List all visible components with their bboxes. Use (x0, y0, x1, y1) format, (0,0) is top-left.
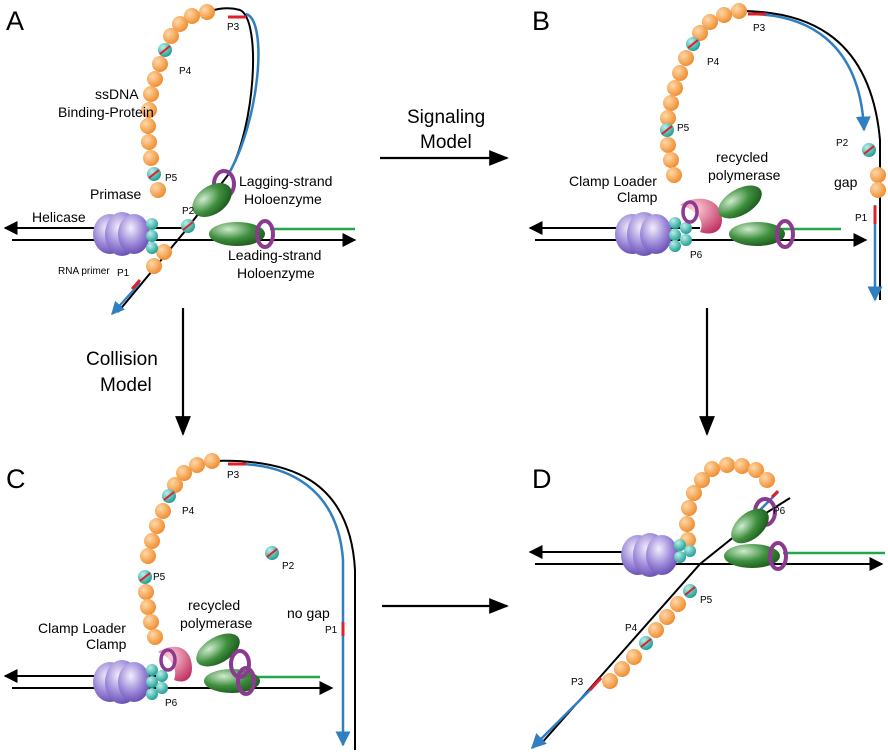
signaling-transition: Signaling Model (380, 107, 509, 166)
clamp-loader-c (158, 646, 192, 682)
label-p3-c: P3 (227, 470, 240, 481)
label-p3: P3 (227, 22, 240, 33)
lagging-holoenzyme (192, 169, 236, 218)
ssb-chain-d (602, 457, 775, 689)
label-p6-b: P6 (690, 250, 703, 261)
label-p2-c: P2 (282, 561, 295, 572)
label-p4: P4 (179, 66, 192, 77)
clamp-loader-label-c: Clamp Loader (38, 620, 126, 636)
recycled-label-c-1: recycled (188, 597, 240, 613)
label-p6-c: P6 (165, 698, 178, 709)
rna-primer-label: RNA primer (58, 266, 110, 277)
label-p6-d: P6 (773, 506, 786, 517)
label-p5: P5 (165, 173, 178, 184)
leading-holoenzyme-d (724, 541, 788, 571)
label-p3-d: P3 (571, 677, 584, 688)
label-p1-c: P1 (325, 625, 338, 636)
leading-holoenzyme-c (204, 649, 260, 696)
recycled-polymerase-b (718, 185, 762, 219)
primase (146, 218, 158, 254)
primer-p1 (130, 279, 142, 290)
recycled-polymerase-c (196, 633, 240, 667)
primase-c (146, 664, 168, 700)
recycled-label-b-1: recycled (716, 149, 768, 165)
signaling-label-2: Model (420, 132, 472, 153)
panel-b: B (528, 3, 886, 302)
clamp-label-c: Clamp (86, 636, 127, 652)
primase-d (674, 539, 696, 563)
panel-d: D (528, 457, 885, 750)
leading-holoenzyme-b (729, 219, 795, 249)
label-p4-c: P4 (182, 506, 195, 517)
panel-d-letter: D (532, 464, 552, 494)
leading-holoenzyme (209, 219, 275, 249)
lagging-label-1: Lagging-strand (239, 173, 332, 189)
primase-label: Primase (90, 186, 142, 202)
clamp-loader-label-b: Clamp Loader (569, 173, 657, 189)
lagging-label-2: Holoenzyme (244, 191, 322, 207)
collision-label-2: Model (100, 375, 152, 396)
recycled-label-c-2: polymerase (180, 615, 253, 631)
lagging-holoenzyme-d (731, 497, 777, 544)
ssdna-label: ssDNA (95, 86, 139, 102)
gap-label: gap (834, 174, 858, 190)
helicase (93, 212, 150, 256)
label-p2-b: P2 (836, 138, 849, 149)
lagging-template-loop-b (734, 9, 881, 300)
lagging-strand-new (226, 12, 260, 176)
collision-label-1: Collision (86, 349, 158, 370)
clamp-label-b: Clamp (617, 189, 658, 205)
label-p5-c: P5 (153, 572, 166, 583)
signaling-label-1: Signaling (407, 107, 485, 128)
label-p1-b: P1 (855, 213, 868, 224)
label-p2: P2 (182, 206, 195, 217)
panel-b-letter: B (532, 6, 550, 36)
label-p5-d: P5 (700, 595, 713, 606)
label-p1: P1 (117, 268, 130, 279)
recycled-label-b-2: polymerase (708, 167, 781, 183)
panel-c-letter: C (6, 464, 26, 494)
helicase-b (615, 212, 672, 256)
helicase-d (621, 533, 678, 577)
collision-transition: Collision Model (86, 308, 191, 436)
leading-label-1: Leading-strand (228, 247, 321, 263)
helicase-c (93, 660, 150, 704)
label-p5-b: P5 (677, 123, 690, 134)
helicase-label: Helicase (32, 209, 86, 225)
label-p4-d: P4 (625, 623, 638, 634)
panel-c: C (3, 453, 356, 750)
panel-a: A (3, 4, 357, 315)
ssb-label: Binding-Protein (58, 104, 154, 120)
clamp-loader-b (680, 198, 722, 234)
okazaki-fragment-p1 (111, 282, 141, 315)
no-gap-label: no gap (287, 605, 330, 621)
leading-label-2: Holoenzyme (237, 265, 315, 281)
label-p4-b: P4 (707, 57, 720, 68)
primase-b (669, 217, 692, 252)
panel-a-letter: A (6, 6, 24, 36)
lagging-template-loop (117, 7, 255, 313)
label-p3-b: P3 (753, 23, 766, 34)
